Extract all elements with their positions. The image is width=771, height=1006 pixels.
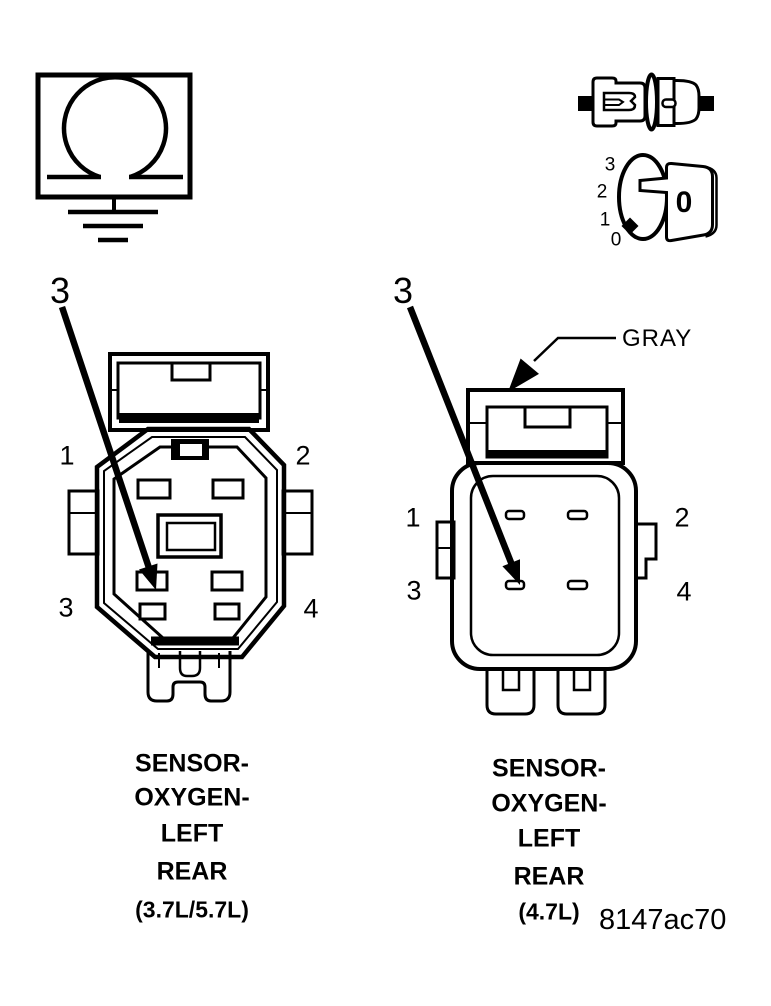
left-caption-line: REAR xyxy=(156,857,228,886)
dial-depth-line xyxy=(704,165,718,238)
left-pin-4: 4 xyxy=(303,593,319,624)
terminal-pair-icon xyxy=(578,72,714,132)
left-pin-2: 2 xyxy=(295,440,311,471)
dial-value: 0 xyxy=(675,186,693,219)
left-connector-callout: 3 xyxy=(49,270,71,311)
left-caption-line: LEFT xyxy=(160,819,224,848)
right-caption-line: LEFT xyxy=(517,824,581,853)
left-pin-1: 1 xyxy=(59,440,75,471)
right-pin-1: 1 xyxy=(405,502,421,533)
left-caption-line: OXYGEN- xyxy=(134,783,250,812)
dial-tick-0: 0 xyxy=(610,229,622,251)
rotation-dial-icon xyxy=(617,153,718,243)
left-caption-line: SENSOR- xyxy=(135,749,249,778)
left-pin3-callout-arrow xyxy=(58,305,153,570)
right-caption-line: SENSOR- xyxy=(492,754,606,783)
right-caption-line: OXYGEN- xyxy=(491,789,607,818)
heater-ground-icon xyxy=(35,72,193,243)
right-pin3-arrowhead xyxy=(502,559,520,585)
dial-position-marker xyxy=(621,217,639,235)
gray-leader-arrowhead xyxy=(508,358,539,392)
left-pin-3: 3 xyxy=(58,592,74,623)
right-pin3-callout-arrow xyxy=(406,305,516,567)
right-caption-line: REAR xyxy=(513,862,585,891)
gray-leader-line xyxy=(533,336,616,362)
left-pin3-arrowhead xyxy=(139,563,158,590)
dial-tick-2: 2 xyxy=(596,181,608,203)
wire-color-label: GRAY xyxy=(622,325,693,352)
right-pin-3: 3 xyxy=(406,575,422,606)
left-caption-line: (3.7L/5.7L) xyxy=(135,896,249,923)
left-connector-drawing xyxy=(58,305,314,703)
dial-tick-1: 1 xyxy=(599,209,611,231)
right-pin-4: 4 xyxy=(676,576,692,607)
figure-code: 8147ac70 xyxy=(599,904,727,936)
right-connector-drawing xyxy=(406,305,658,716)
right-caption-line: (4.7L) xyxy=(518,898,580,925)
right-pin-2: 2 xyxy=(674,502,690,533)
dial-tick-3: 3 xyxy=(604,154,616,176)
right-connector-callout: 3 xyxy=(392,270,414,311)
